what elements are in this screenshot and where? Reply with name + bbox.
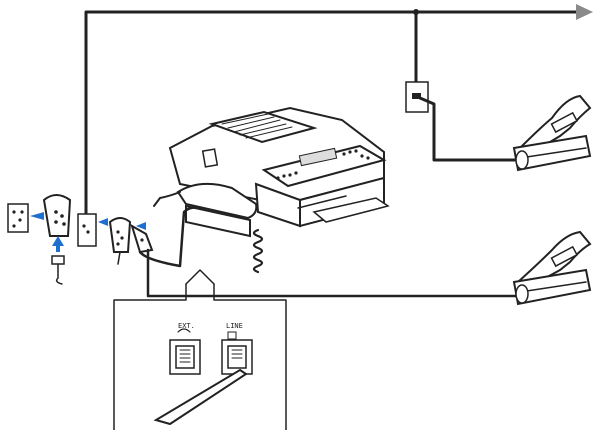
phone-plug-icon <box>51 255 65 285</box>
line-port-label: LINE <box>226 322 243 330</box>
fax-power-cord <box>153 191 181 207</box>
extension-telephone-upper <box>512 94 592 172</box>
wall-socket-icon <box>7 203 29 233</box>
line-cable <box>153 368 248 426</box>
line-socket-icon <box>227 331 237 340</box>
insert-arrow-icon-3 <box>136 222 146 230</box>
fax-machine-icon <box>168 106 390 238</box>
main-telephone-line <box>84 4 593 220</box>
telephone-wall-socket <box>77 213 97 247</box>
telephone-handset-icon <box>177 328 191 333</box>
extension-telephone-lower <box>512 230 592 306</box>
handset-coiled-cord <box>252 228 264 274</box>
insert-arrow-icon <box>30 212 44 220</box>
ext-port: EXT. <box>169 322 201 375</box>
double-adapter-icon <box>42 194 72 237</box>
line-cord-to-fax <box>138 206 202 268</box>
extension-wall-socket <box>405 81 524 162</box>
double-adapter-icon-2 <box>108 217 154 265</box>
line-port: LINE <box>221 322 253 375</box>
line-continues-arrow-icon <box>576 4 593 20</box>
insert-arrow-icon-2 <box>98 218 108 226</box>
extension-cord <box>146 248 520 298</box>
up-arrow-icon <box>52 236 64 246</box>
ext-port-label: EXT. <box>178 322 195 330</box>
back-panel-callout <box>113 269 287 430</box>
